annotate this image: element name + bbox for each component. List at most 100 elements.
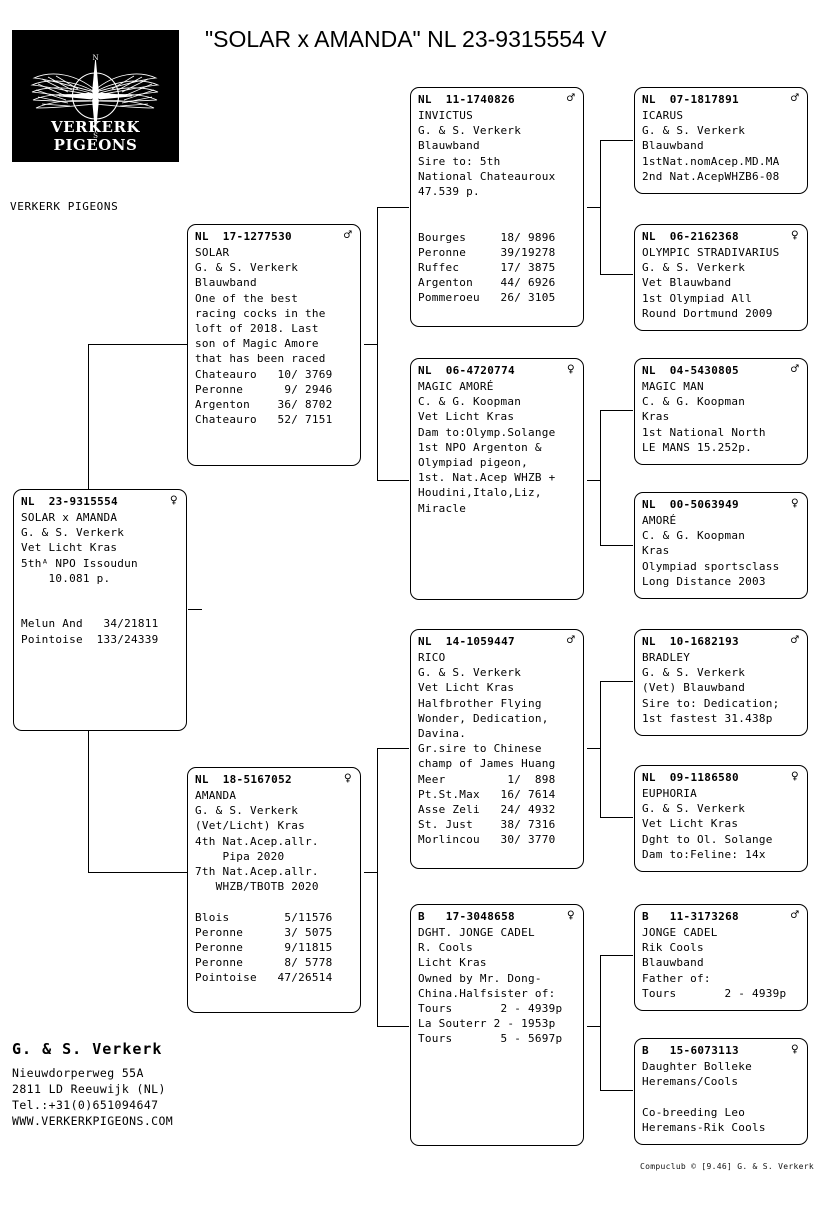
male-icon: ♂ (790, 91, 799, 106)
connector (377, 748, 379, 1026)
ring-number: NL 10-1682193 (642, 635, 739, 648)
breeder-address-line1: Nieuwdorperweg 55A (12, 1066, 144, 1080)
connector (600, 955, 633, 957)
ring-number: NL 04-5430805 (642, 364, 739, 377)
male-icon: ♂ (790, 362, 799, 377)
male-icon: ♂ (343, 228, 352, 243)
pedigree-box-gen3-2[interactable]: NL 06-2162368 ♀ OLYMPIC STRADIVARIUS G. … (634, 224, 808, 331)
connector (600, 410, 602, 545)
pedigree-box-gen3-8[interactable]: B 15-6073113 ♀ Daughter Bolleke Heremans… (634, 1038, 808, 1145)
connector (600, 410, 633, 412)
ring-number: NL 09-1186580 (642, 771, 739, 784)
pedigree-details: EUPHORIA G. & S. Verkerk Vet Licht Kras … (642, 787, 773, 861)
verkerk-pigeons-logo: N S VERKERK PIGEONS (12, 30, 179, 162)
connector (600, 545, 633, 547)
connector (600, 681, 602, 817)
pedigree-details: AMORÉ C. & G. Koopman Kras Olympiad spor… (642, 514, 780, 588)
connector (377, 1026, 409, 1028)
pedigree-box-gen3-3[interactable]: NL 04-5430805 ♂ MAGIC MAN C. & G. Koopma… (634, 358, 808, 465)
connector (377, 748, 409, 750)
connector (600, 274, 633, 276)
male-icon: ♂ (566, 91, 575, 106)
ring-number: B 11-3173268 (642, 910, 739, 923)
connector (88, 872, 188, 874)
connector (188, 609, 202, 611)
breeder-contact-block: G. & S. Verkerk Nieuwdorperweg 55A 2811 … (12, 1040, 272, 1129)
female-icon: ♀ (566, 362, 575, 377)
software-credit: Compuclub © [9.46] G. & S. Verkerk (640, 1162, 814, 1171)
svg-text:N: N (92, 54, 98, 62)
female-icon: ♀ (169, 493, 178, 508)
connector (364, 344, 378, 346)
ring-number: NL 07-1817891 (642, 93, 739, 106)
breeder-address-line2: 2811 LD Reeuwijk (NL) (12, 1082, 166, 1096)
ring-number: NL 00-5063949 (642, 498, 739, 511)
connector (377, 207, 409, 209)
pedigree-box-gen2-2[interactable]: NL 06-4720774 ♀ MAGIC AMORÉ C. & G. Koop… (410, 358, 584, 600)
svg-text:S: S (93, 132, 98, 140)
connector (600, 140, 602, 275)
pedigree-box-gen3-7[interactable]: B 11-3173268 ♂ JONGE CADEL Rik Cools Bla… (634, 904, 808, 1011)
race-results: Melun And 34/21811 Pointoise 133/24339 (21, 617, 159, 646)
logo-wordmark: VERKERK PIGEONS (50, 118, 140, 154)
pedigree-details: INVICTUS G. & S. Verkerk Blauwband Sire … (418, 109, 556, 199)
ring-number: NL 14-1059447 (418, 635, 515, 648)
female-icon: ♀ (790, 228, 799, 243)
connector (600, 681, 633, 683)
pedigree-box-subject[interactable]: NL 23-9315554 ♀ SOLAR x AMANDA G. & S. V… (13, 489, 187, 731)
connector (600, 1090, 633, 1092)
pedigree-details: MAGIC MAN C. & G. Koopman Kras 1st Natio… (642, 380, 766, 454)
race-results: Blois 5/11576 Peronne 3/ 5075 Peronne 9/… (195, 910, 333, 985)
connector (600, 817, 633, 819)
connector (587, 480, 601, 482)
ring-number: NL 06-4720774 (418, 364, 515, 377)
pedigree-box-dam[interactable]: NL 18-5167052 ♀ AMANDA G. & S. Verkerk (… (187, 767, 361, 1013)
connector (587, 748, 601, 750)
breeder-name: G. & S. Verkerk (12, 1040, 163, 1058)
ring-number: B 17-3048658 (418, 910, 515, 923)
pedigree-details: OLYMPIC STRADIVARIUS G. & S. Verkerk Vet… (642, 246, 780, 320)
pedigree-details: BRADLEY G. & S. Verkerk (Vet) Blauwband … (642, 651, 780, 725)
connector (364, 872, 378, 874)
pedigree-details: SOLAR x AMANDA G. & S. Verkerk Vet Licht… (21, 511, 138, 585)
pedigree-details: ICARUS G. & S. Verkerk Blauwband 1stNat.… (642, 109, 780, 183)
pedigree-details: Daughter Bolleke Heremans/Cools Co-breed… (642, 1060, 766, 1134)
winged-compass-icon: N S (30, 54, 160, 140)
breeder-phone: Tel.:+31(0)651094647 (12, 1098, 159, 1112)
ring-number: NL 11-1740826 (418, 93, 515, 106)
connector (587, 207, 601, 209)
race-results: Chateauro 10/ 3769 Peronne 9/ 2946 Argen… (195, 367, 333, 427)
connector (587, 1026, 601, 1028)
breeder-website[interactable]: WWW.VERKERKPIGEONS.COM (12, 1114, 174, 1128)
ring-number: NL 17-1277530 (195, 230, 292, 243)
male-icon: ♂ (790, 908, 799, 923)
female-icon: ♀ (790, 496, 799, 511)
race-results: Bourges 18/ 9896 Peronne 39/19278 Ruffec… (418, 230, 556, 305)
pedigree-box-gen3-6[interactable]: NL 09-1186580 ♀ EUPHORIA G. & S. Verkerk… (634, 765, 808, 872)
ring-number: NL 18-5167052 (195, 773, 292, 786)
female-icon: ♀ (790, 1042, 799, 1057)
connector (377, 207, 379, 481)
pedigree-box-gen3-1[interactable]: NL 07-1817891 ♂ ICARUS G. & S. Verkerk B… (634, 87, 808, 194)
pedigree-box-gen2-1[interactable]: NL 11-1740826 ♂ INVICTUS G. & S. Verkerk… (410, 87, 584, 327)
male-icon: ♂ (566, 633, 575, 648)
loft-name-label: VERKERK PIGEONS (10, 200, 119, 213)
pedigree-box-gen2-3[interactable]: NL 14-1059447 ♂ RICO G. & S. Verkerk Vet… (410, 629, 584, 869)
pedigree-details: AMANDA G. & S. Verkerk (Vet/Licht) Kras … (195, 789, 319, 894)
male-icon: ♂ (790, 633, 799, 648)
pedigree-box-gen2-4[interactable]: B 17-3048658 ♀ DGHT. JONGE CADEL R. Cool… (410, 904, 584, 1146)
page-title: "SOLAR x AMANDA" NL 23-9315554 V (205, 26, 607, 52)
race-results: Meer 1/ 898 Pt.St.Max 16/ 7614 Asse Zeli… (418, 772, 556, 847)
pedigree-box-gen3-4[interactable]: NL 00-5063949 ♀ AMORÉ C. & G. Koopman Kr… (634, 492, 808, 599)
ring-number: NL 06-2162368 (642, 230, 739, 243)
pedigree-details: SOLAR G. & S. Verkerk Blauwband One of t… (195, 246, 326, 366)
connector (600, 140, 633, 142)
pedigree-box-gen3-5[interactable]: NL 10-1682193 ♂ BRADLEY G. & S. Verkerk … (634, 629, 808, 736)
connector (88, 344, 188, 346)
pedigree-box-sire[interactable]: NL 17-1277530 ♂ SOLAR G. & S. Verkerk Bl… (187, 224, 361, 466)
female-icon: ♀ (790, 769, 799, 784)
connector (600, 955, 602, 1090)
ring-number: B 15-6073113 (642, 1044, 739, 1057)
female-icon: ♀ (343, 771, 352, 786)
female-icon: ♀ (566, 908, 575, 923)
